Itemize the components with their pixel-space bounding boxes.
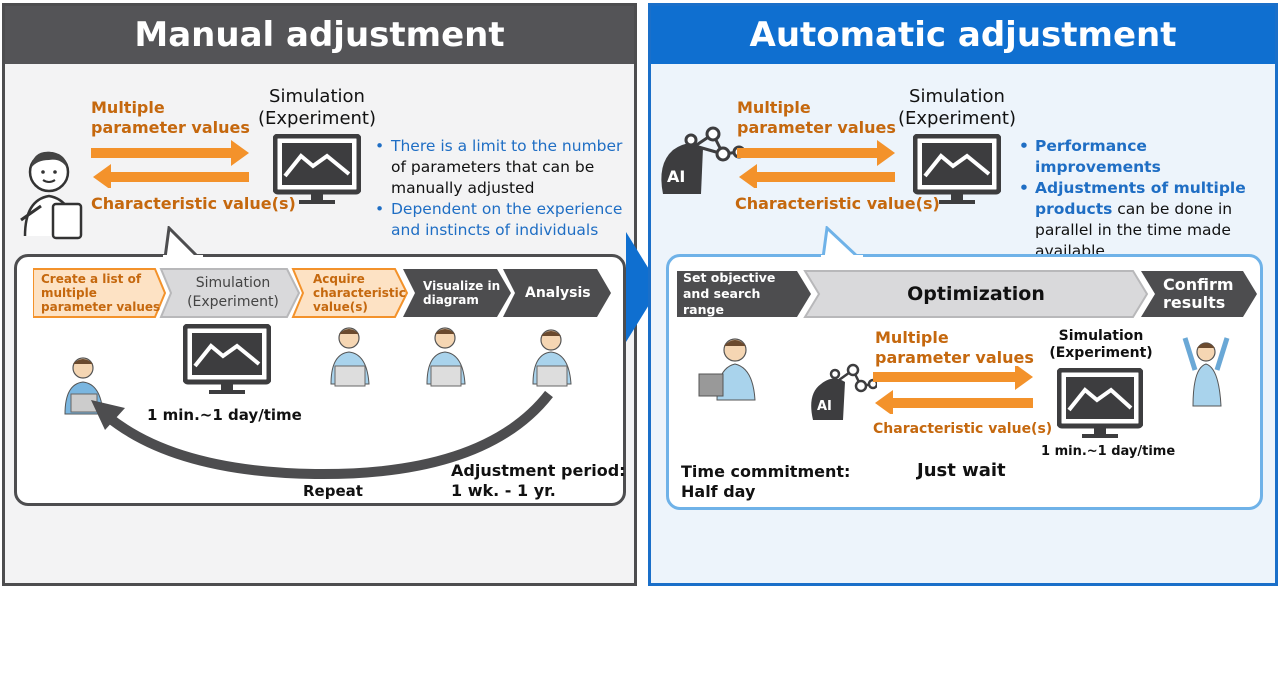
worker-laptop-icon [330, 327, 370, 387]
auto-char-label: Characteristic value(s) [735, 194, 940, 213]
ai-text: AI [817, 399, 832, 414]
monitor-icon [183, 324, 271, 394]
manual-bullets: There is a limit to the number of parame… [373, 136, 633, 241]
step-visualize: Visualize in diagram [423, 279, 501, 307]
step-simulation: Simulation (Experiment) [187, 275, 279, 310]
repeat-label: Repeat [303, 482, 363, 500]
repeat-arrow [91, 390, 553, 480]
step-create-list: Create a list of multiple parameter valu… [41, 272, 161, 314]
manual-sim-label: Simulation (Experiment) [257, 86, 377, 129]
just-wait-label: Just wait [917, 460, 1006, 481]
adjustment-period: Adjustment period: 1 wk. - 1 yr. [451, 461, 626, 500]
auto-steps-chevrons [677, 270, 1257, 318]
auto-exchange-arrows [737, 140, 895, 188]
manual-steps-chevrons [33, 268, 611, 318]
manual-param-label: Multiple parameter values [91, 98, 250, 137]
auto-panel-title: Automatic adjustment [651, 6, 1275, 64]
auto-sim-time: 1 min.~1 day/time [1041, 444, 1176, 459]
step-analysis: Analysis [525, 285, 591, 301]
manual-sim-time: 1 min.~1 day/time [147, 406, 302, 424]
person-with-clipboard-icon [20, 151, 83, 240]
automatic-adjustment-panel: Automatic adjustment AI Multiple paramet… [648, 3, 1278, 586]
auto-callout-tail [821, 226, 863, 260]
auto-inner-char-label: Characteristic value(s) [873, 421, 1053, 437]
worker-cheering-icon [1182, 337, 1230, 407]
ai-head-icon: AI [661, 126, 745, 194]
manual-exchange-arrows [91, 140, 249, 188]
time-commitment: Time commitment: Half day [681, 462, 851, 501]
manual-char-label: Characteristic value(s) [91, 194, 296, 213]
step-confirm-results: Confirm results [1163, 275, 1234, 312]
step-optimization: Optimization [907, 283, 1045, 305]
worker-laptop-icon [698, 338, 756, 401]
monitor-icon [273, 134, 361, 204]
auto-inner-param-label: Multiple parameter values [875, 328, 1034, 367]
auto-inner-exchange-arrows [873, 366, 1033, 414]
step-set-objective: Set objective and search range [683, 270, 776, 317]
manual-callout-tail [163, 226, 203, 260]
auto-inner-sim-label: Simulation (Experiment) [1049, 328, 1153, 361]
monitor-icon [1057, 368, 1143, 438]
manual-panel-title: Manual adjustment [5, 6, 634, 64]
worker-laptop-icon [426, 327, 466, 387]
auto-param-label: Multiple parameter values [737, 98, 896, 137]
transition-arrow [626, 232, 660, 342]
manual-adjustment-panel: Manual adjustment Multiple parameter val… [2, 3, 637, 586]
auto-sim-label: Simulation (Experiment) [897, 86, 1017, 129]
ai-head-icon: AI [811, 363, 877, 420]
monitor-icon [913, 134, 1001, 204]
auto-bullets: Performance improvements Adjustments of … [1017, 136, 1275, 262]
ai-text: AI [667, 167, 685, 186]
worker-worried-icon [532, 329, 572, 387]
step-acquire: Acquire characteristic value(s) [313, 272, 406, 314]
